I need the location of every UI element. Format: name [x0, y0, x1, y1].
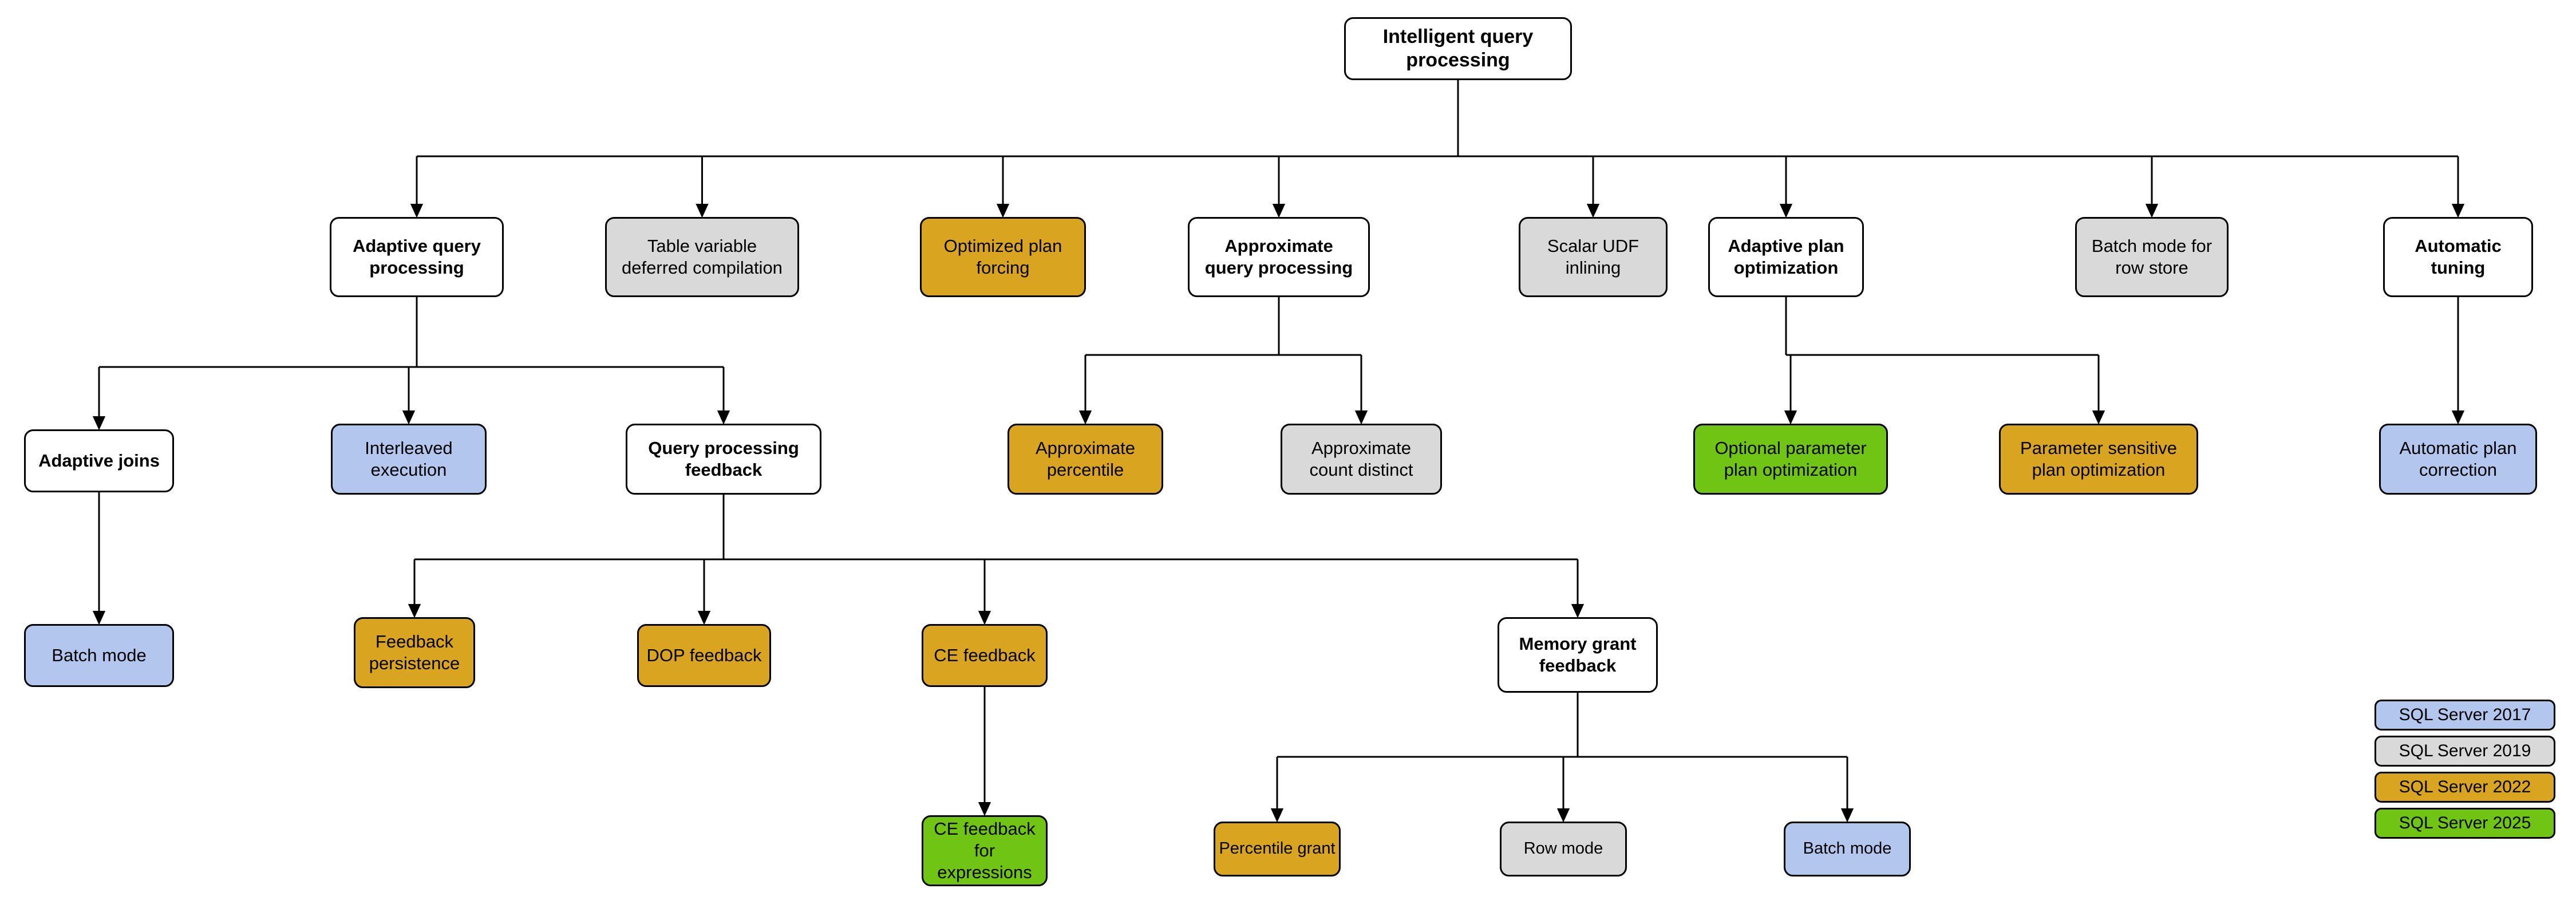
node-ce-feedback: CE feedback — [922, 624, 1048, 687]
node-root: Intelligent query processing — [1344, 17, 1572, 80]
node-adaptive-joins: Adaptive joins — [24, 429, 174, 492]
node-batch-mode-aj: Batch mode — [24, 624, 174, 687]
node-auto-tuning: Automatic tuning — [2383, 217, 2533, 297]
node-table-var: Table variable deferred compilation — [605, 217, 799, 297]
node-dop-feedback: DOP feedback — [637, 624, 771, 687]
legend-item-2019: SQL Server 2019 — [2374, 736, 2555, 767]
node-qp-feedback: Query processing feedback — [626, 424, 821, 495]
legend-item-2022: SQL Server 2022 — [2374, 772, 2555, 803]
node-batch-mode-mgf: Batch mode — [1784, 822, 1911, 876]
node-optional-param: Optional parameter plan optimization — [1693, 424, 1888, 495]
node-optimized-plan: Optimized plan forcing — [920, 217, 1086, 297]
node-feedback-persist: Feedback persistence — [354, 617, 475, 688]
node-param-sensitive: Parameter sensitive plan optimization — [1999, 424, 2198, 495]
node-approx-percentile: Approximate percentile — [1008, 424, 1163, 495]
node-batch-row-store: Batch mode for row store — [2075, 217, 2229, 297]
node-adaptive-plan-opt: Adaptive plan optimization — [1708, 217, 1864, 297]
node-row-mode: Row mode — [1500, 822, 1627, 876]
node-scalar-udf: Scalar UDF inlining — [1519, 217, 1668, 297]
node-memory-grant: Memory grant feedback — [1498, 617, 1658, 693]
node-interleaved: Interleaved execution — [331, 424, 487, 495]
node-percentile-grant: Percentile grant — [1214, 822, 1341, 876]
node-approx-qp: Approximate query processing — [1188, 217, 1370, 297]
node-adaptive-qp: Adaptive query processing — [330, 217, 504, 297]
node-auto-plan-correction: Automatic plan correction — [2379, 424, 2537, 495]
legend-item-2017: SQL Server 2017 — [2374, 700, 2555, 731]
legend-item-2025: SQL Server 2025 — [2374, 808, 2555, 839]
node-ce-feedback-expr: CE feedback for expressions — [922, 815, 1048, 886]
node-approx-count: Approximate count distinct — [1281, 424, 1442, 495]
